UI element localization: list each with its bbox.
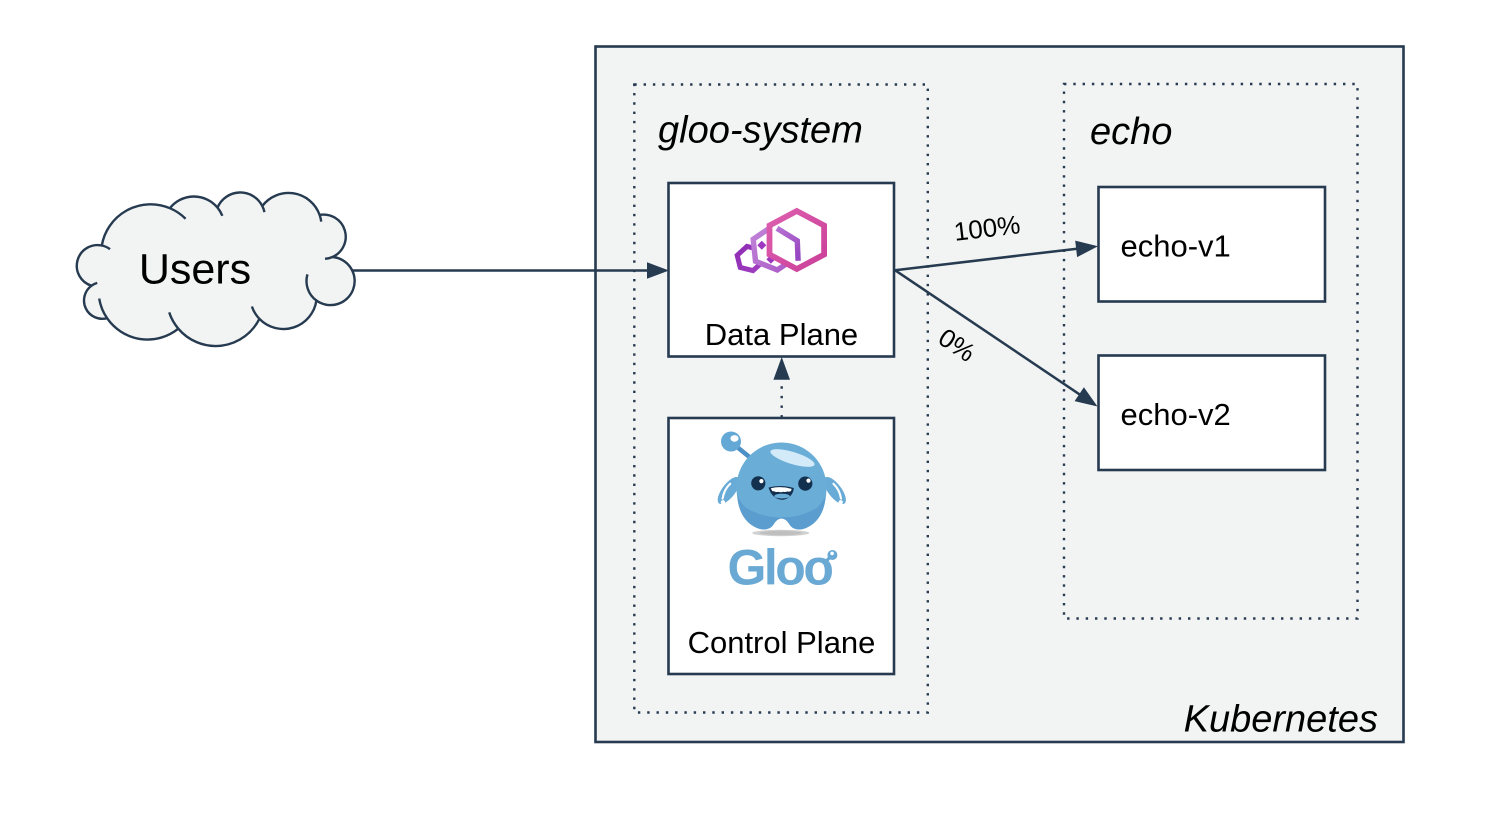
svg-text:echo: echo <box>1090 111 1172 153</box>
svg-text:echo-v2: echo-v2 <box>1121 397 1231 432</box>
svg-text:Data Plane: Data Plane <box>705 317 858 352</box>
svg-text:gloo-system: gloo-system <box>658 110 863 152</box>
svg-text:echo-v1: echo-v1 <box>1121 229 1231 264</box>
svg-text:Users: Users <box>139 246 251 294</box>
svg-text:Kubernetes: Kubernetes <box>1184 699 1378 741</box>
svg-text:Gloo: Gloo <box>728 540 833 596</box>
svg-text:Control Plane: Control Plane <box>688 625 876 660</box>
